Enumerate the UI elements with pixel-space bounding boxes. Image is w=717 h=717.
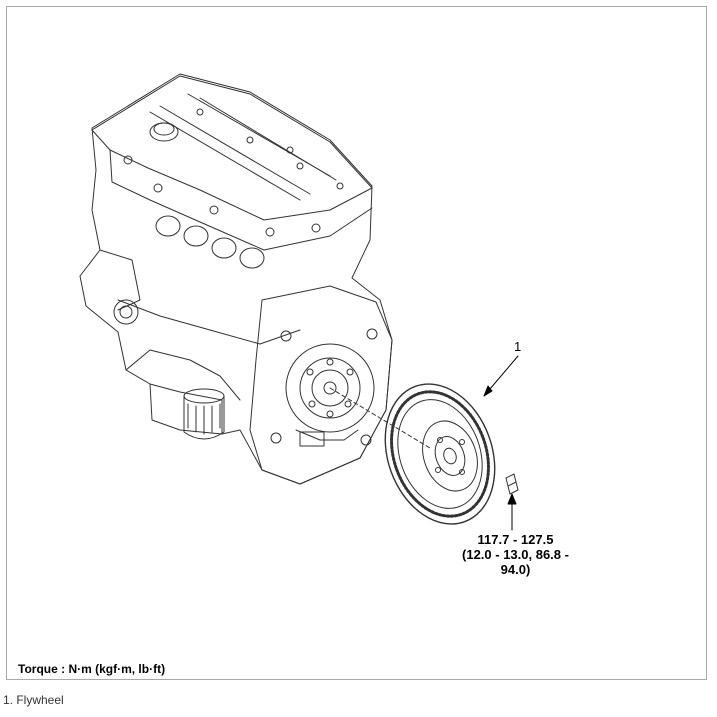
figure-caption: 1. Flywheel (3, 693, 64, 707)
flywheel-bolt (505, 473, 519, 495)
flywheel (384, 383, 496, 525)
alignment-line (329, 387, 431, 449)
torque-value-alt-units: (12.0 - 13.0, 86.8 - 94.0) (462, 547, 569, 577)
torque-spec: 117.7 - 127.5 (12.0 - 13.0, 86.8 - 94.0) (448, 532, 583, 577)
torque-value-nm: 117.7 - 127.5 (477, 532, 554, 547)
engine-assembly (79, 73, 393, 485)
callout-number: 1 (514, 339, 522, 354)
torque-units-label: Torque : N·m (kgf·m, lb·ft) (18, 662, 166, 676)
diagram-frame (6, 6, 707, 680)
